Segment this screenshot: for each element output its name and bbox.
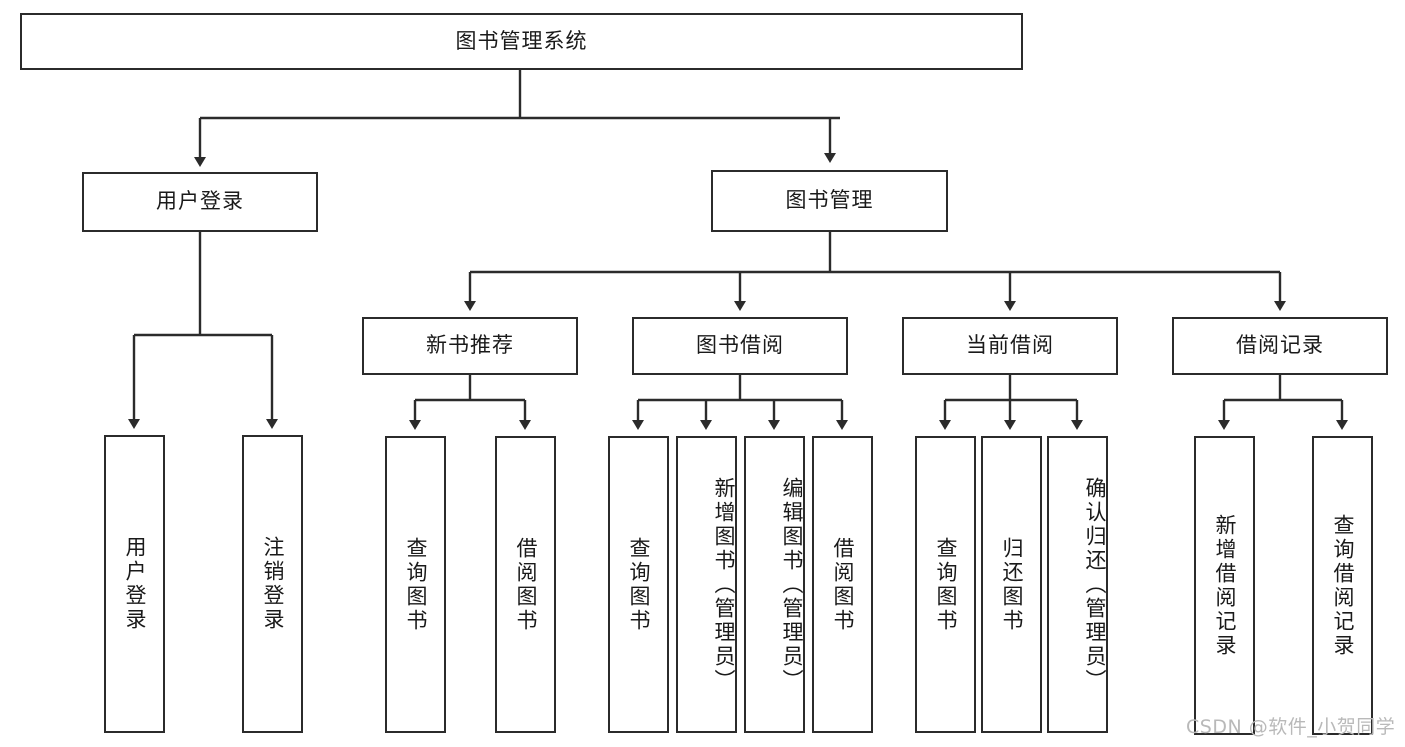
node-leaf-cur-query-label: 查询图书 bbox=[934, 536, 959, 633]
node-leaf-rec-query[interactable]: 查询图书 bbox=[385, 436, 446, 733]
node-new-book-rec-label: 新书推荐 bbox=[426, 333, 514, 358]
node-borrow-record-label: 借阅记录 bbox=[1236, 333, 1324, 358]
node-root[interactable]: 图书管理系统 bbox=[20, 13, 1023, 70]
node-leaf-rec-add-label: 新增借阅记录 bbox=[1213, 513, 1238, 658]
node-leaf-cur-return[interactable]: 归还图书 bbox=[981, 436, 1042, 733]
csdn-watermark: CSDN @软件_小贺同学 bbox=[1186, 716, 1396, 738]
node-leaf-user-login-label: 用户登录 bbox=[123, 536, 148, 632]
node-borrow-record[interactable]: 借阅记录 bbox=[1172, 317, 1388, 375]
node-leaf-borrow-edit-label: 编辑图书（管理员） bbox=[780, 476, 804, 693]
node-leaf-rec-add[interactable]: 新增借阅记录 bbox=[1194, 436, 1255, 735]
node-book-borrow-label: 图书借阅 bbox=[696, 333, 784, 358]
node-leaf-user-logout-label: 注销登录 bbox=[261, 536, 286, 632]
node-leaf-rec-search[interactable]: 查询借阅记录 bbox=[1312, 436, 1373, 735]
node-user-login[interactable]: 用户登录 bbox=[82, 172, 318, 232]
node-leaf-borrow-edit[interactable]: 编辑图书（管理员） bbox=[744, 436, 805, 733]
node-current-borrow[interactable]: 当前借阅 bbox=[902, 317, 1118, 375]
node-leaf-user-login[interactable]: 用户登录 bbox=[104, 435, 165, 733]
node-leaf-borrow-lend-label: 借阅图书 bbox=[831, 536, 856, 633]
node-book-manage[interactable]: 图书管理 bbox=[711, 170, 948, 232]
node-leaf-cur-query[interactable]: 查询图书 bbox=[915, 436, 976, 733]
node-leaf-borrow-query-label: 查询图书 bbox=[627, 536, 652, 633]
node-leaf-rec-query-label: 查询图书 bbox=[404, 536, 429, 633]
node-leaf-borrow-lend[interactable]: 借阅图书 bbox=[812, 436, 873, 733]
node-root-label: 图书管理系统 bbox=[455, 28, 588, 53]
node-book-borrow[interactable]: 图书借阅 bbox=[632, 317, 848, 375]
node-leaf-rec-borrow-label: 借阅图书 bbox=[514, 536, 539, 633]
node-leaf-borrow-add[interactable]: 新增图书（管理员） bbox=[676, 436, 737, 733]
node-leaf-user-logout[interactable]: 注销登录 bbox=[242, 435, 303, 733]
node-book-manage-label: 图书管理 bbox=[785, 188, 874, 213]
node-leaf-cur-confirm[interactable]: 确认归还（管理员） bbox=[1047, 436, 1108, 733]
node-leaf-borrow-add-label: 新增图书（管理员） bbox=[712, 476, 736, 693]
node-leaf-borrow-query[interactable]: 查询图书 bbox=[608, 436, 669, 733]
node-leaf-rec-search-label: 查询借阅记录 bbox=[1331, 513, 1356, 658]
node-current-borrow-label: 当前借阅 bbox=[966, 333, 1054, 358]
node-new-book-rec[interactable]: 新书推荐 bbox=[362, 317, 578, 375]
node-user-login-label: 用户登录 bbox=[156, 189, 244, 214]
node-leaf-cur-confirm-label: 确认归还（管理员） bbox=[1083, 476, 1107, 693]
node-leaf-rec-borrow[interactable]: 借阅图书 bbox=[495, 436, 556, 733]
node-leaf-cur-return-label: 归还图书 bbox=[1000, 536, 1025, 633]
